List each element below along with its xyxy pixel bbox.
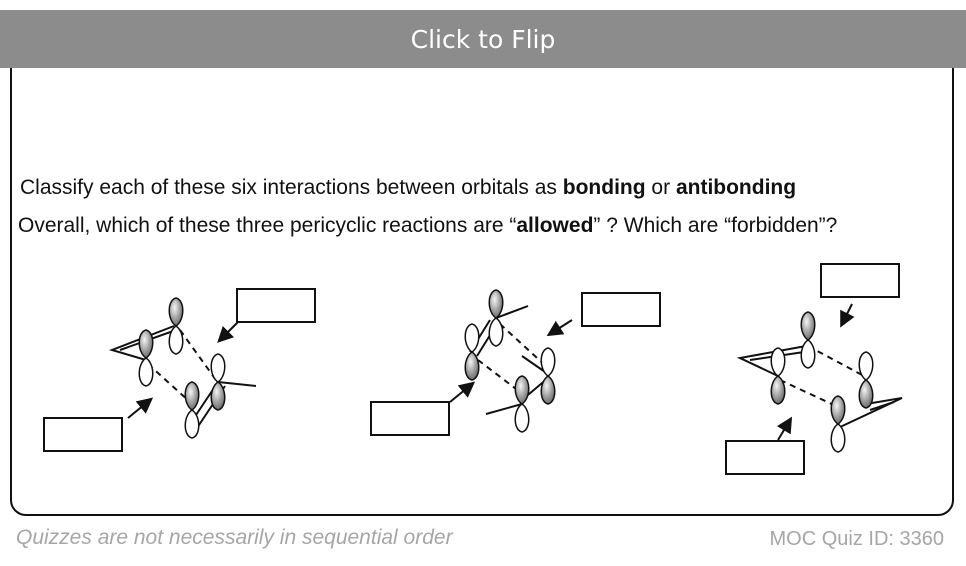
p-orbital-icon — [514, 375, 530, 433]
answer-box-3a[interactable] — [820, 263, 900, 298]
p-orbital-icon — [800, 311, 816, 369]
question-line-1-or: or — [645, 176, 676, 199]
arrow-icon — [217, 321, 239, 343]
bonding-term: bonding — [562, 176, 646, 199]
question-line-2-text: Overall, which of these three pericyclic… — [18, 214, 517, 237]
question-line-1-text: Classify each of these six interactions … — [20, 176, 563, 199]
reaction-3-diagram — [725, 263, 903, 475]
reaction-2-diagram — [370, 289, 661, 436]
arrow-icon — [546, 319, 573, 337]
arrow-icon — [449, 381, 476, 403]
question-line-2-end: ” ? Which are “forbidden”? — [593, 214, 838, 237]
answer-box-1a[interactable] — [236, 288, 316, 323]
answer-box-2a[interactable] — [581, 292, 661, 327]
p-orbital-icon — [830, 395, 846, 453]
p-orbital-icon — [184, 381, 200, 439]
arrow-icon — [840, 303, 855, 328]
answer-box-3b[interactable] — [725, 440, 805, 475]
click-to-flip-button[interactable]: Click to Flip — [0, 10, 966, 68]
click-to-flip-label: Click to Flip — [410, 24, 556, 54]
answer-box-1b[interactable] — [43, 417, 123, 452]
arrow-icon — [127, 397, 154, 419]
quiz-card — [10, 16, 954, 516]
p-orbital-icon — [858, 351, 874, 409]
arrow-icon — [776, 416, 793, 441]
antibonding-term: antibonding — [675, 176, 797, 199]
question-line-2: Overall, which of these three pericyclic… — [18, 214, 837, 238]
answer-box-2b[interactable] — [370, 401, 450, 436]
p-orbital-icon — [540, 347, 556, 405]
allowed-term: allowed — [516, 214, 594, 237]
sequence-note: Quizzes are not necessarily in sequentia… — [16, 526, 453, 549]
p-orbital-icon — [770, 347, 786, 405]
question-line-1: Classify each of these six interactions … — [20, 176, 796, 200]
p-orbital-icon — [488, 289, 504, 347]
p-orbital-icon — [464, 323, 480, 381]
quiz-id-label: MOC Quiz ID: 3360 — [769, 528, 944, 550]
reaction-1-diagram — [43, 288, 316, 452]
